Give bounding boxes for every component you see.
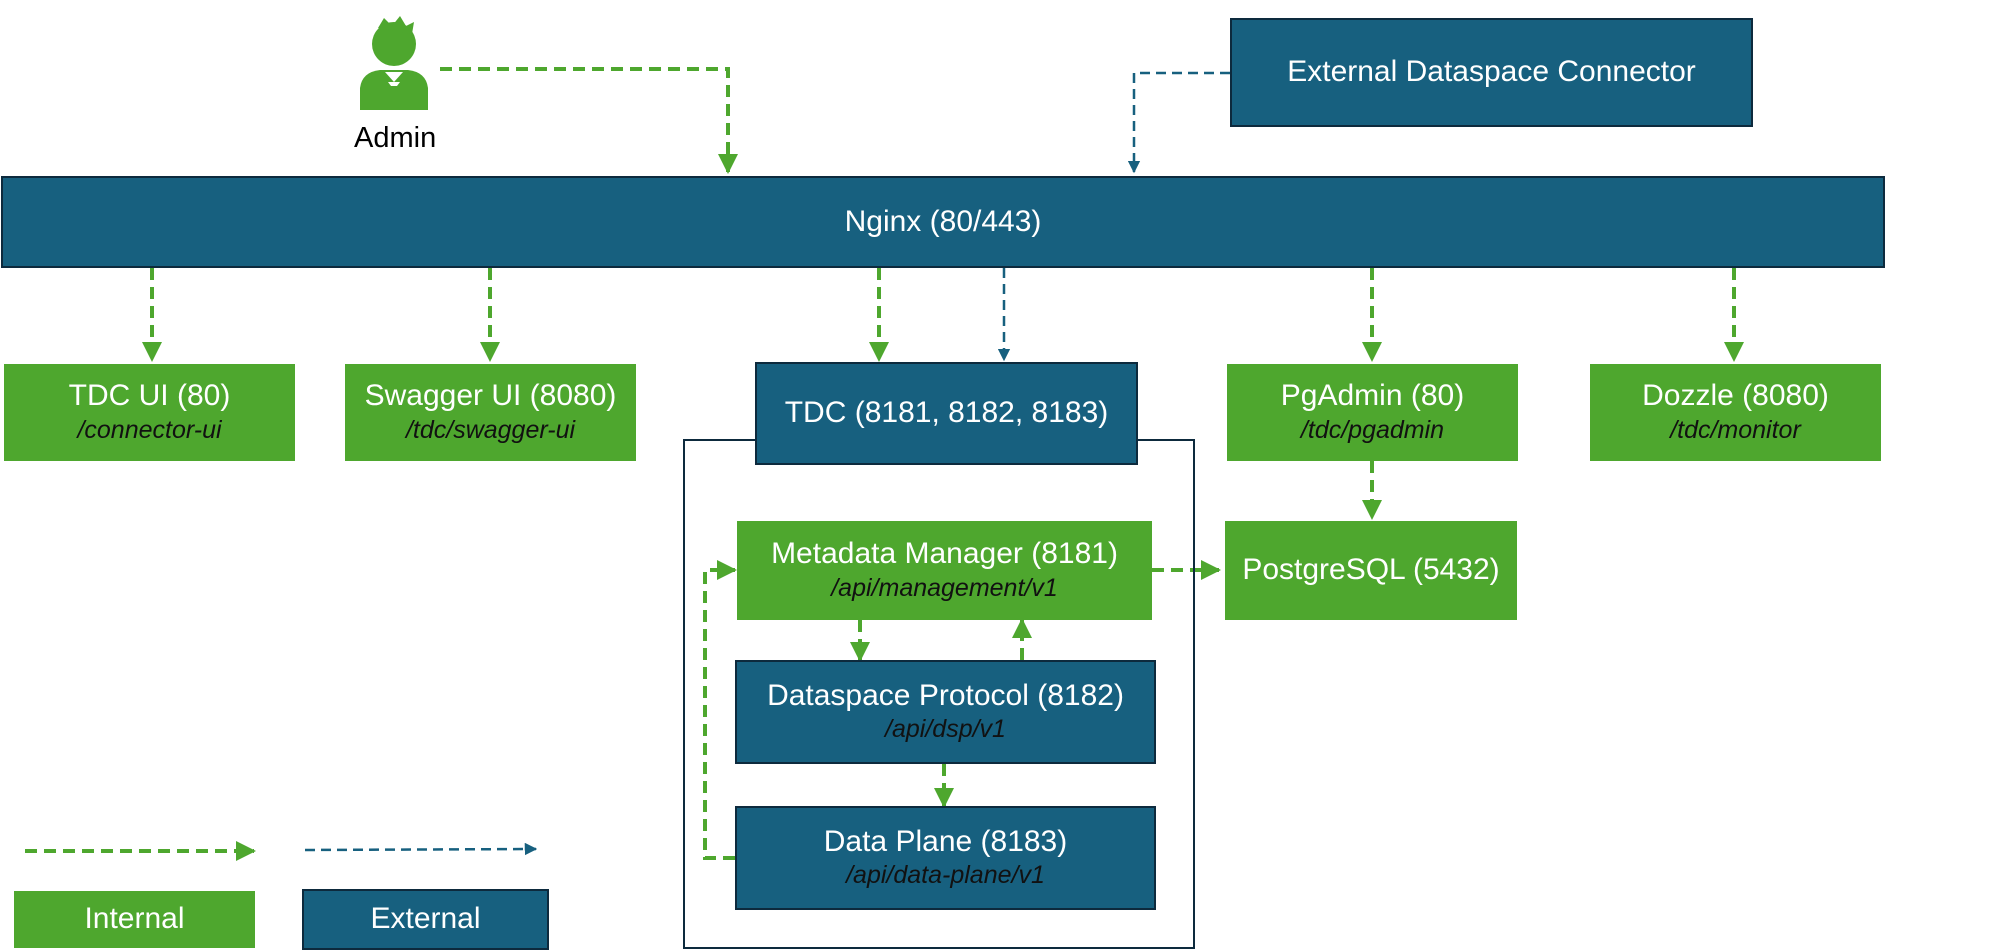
arrow-external-connector-to-nginx [1127, 71, 1230, 174]
pgadmin-box: PgAdmin (80) /tdc/pgadmin [1227, 364, 1518, 461]
legend-internal: Internal [14, 891, 255, 948]
legend-internal-label: Internal [84, 902, 185, 936]
metadata-manager-title: Metadata Manager (8181) [771, 537, 1118, 570]
swagger-ui-path: /tdc/swagger-ui [405, 415, 576, 444]
metadata-manager-path: /api/management/v1 [831, 573, 1058, 602]
dataspace-protocol-box: Dataspace Protocol (8182) /api/dsp/v1 [735, 660, 1156, 764]
dataspace-protocol-path: /api/dsp/v1 [885, 715, 1006, 743]
dozzle-path: /tdc/monitor [1670, 415, 1801, 444]
data-plane-title: Data Plane (8183) [823, 824, 1068, 858]
tdc-title: TDC (8181, 8182, 8183) [784, 396, 1109, 430]
legend-external: External [302, 889, 549, 950]
tdc-ui-box: TDC UI (80) /connector-ui [4, 364, 295, 461]
tdc-ui-path: /connector-ui [77, 415, 222, 444]
dataspace-protocol-title: Dataspace Protocol (8182) [767, 678, 1124, 712]
legend-external-label: External [370, 902, 481, 936]
legend-external-arrow [304, 842, 538, 856]
external-connector-box: External Dataspace Connector [1230, 18, 1753, 127]
admin-label: Admin [354, 122, 437, 154]
arrow-data-plane-to-metadata-manager [703, 560, 737, 860]
postgres-box: PostgreSQL (5432) [1225, 521, 1517, 620]
data-plane-path: /api/data-plane/v1 [846, 861, 1045, 889]
dozzle-title: Dozzle (8080) [1642, 379, 1829, 412]
pgadmin-path: /tdc/pgadmin [1300, 415, 1445, 444]
metadata-manager-box: Metadata Manager (8181) /api/management/… [737, 521, 1152, 620]
admin-user-icon [360, 16, 428, 110]
nginx-title: Nginx (80/443) [844, 204, 1042, 238]
swagger-ui-box: Swagger UI (8080) /tdc/swagger-ui [345, 364, 636, 461]
pgadmin-title: PgAdmin (80) [1280, 379, 1465, 412]
arrow-admin-to-nginx [440, 67, 738, 174]
dozzle-box: Dozzle (8080) /tdc/monitor [1590, 364, 1881, 461]
tdc-box: TDC (8181, 8182, 8183) [755, 362, 1138, 465]
postgres-title: PostgreSQL (5432) [1242, 553, 1500, 587]
nginx-box: Nginx (80/443) [1, 176, 1885, 268]
external-connector-title: External Dataspace Connector [1287, 55, 1696, 89]
data-plane-box: Data Plane (8183) /api/data-plane/v1 [735, 806, 1156, 910]
swagger-ui-title: Swagger UI (8080) [364, 379, 617, 412]
tdc-ui-title: TDC UI (80) [68, 379, 231, 412]
